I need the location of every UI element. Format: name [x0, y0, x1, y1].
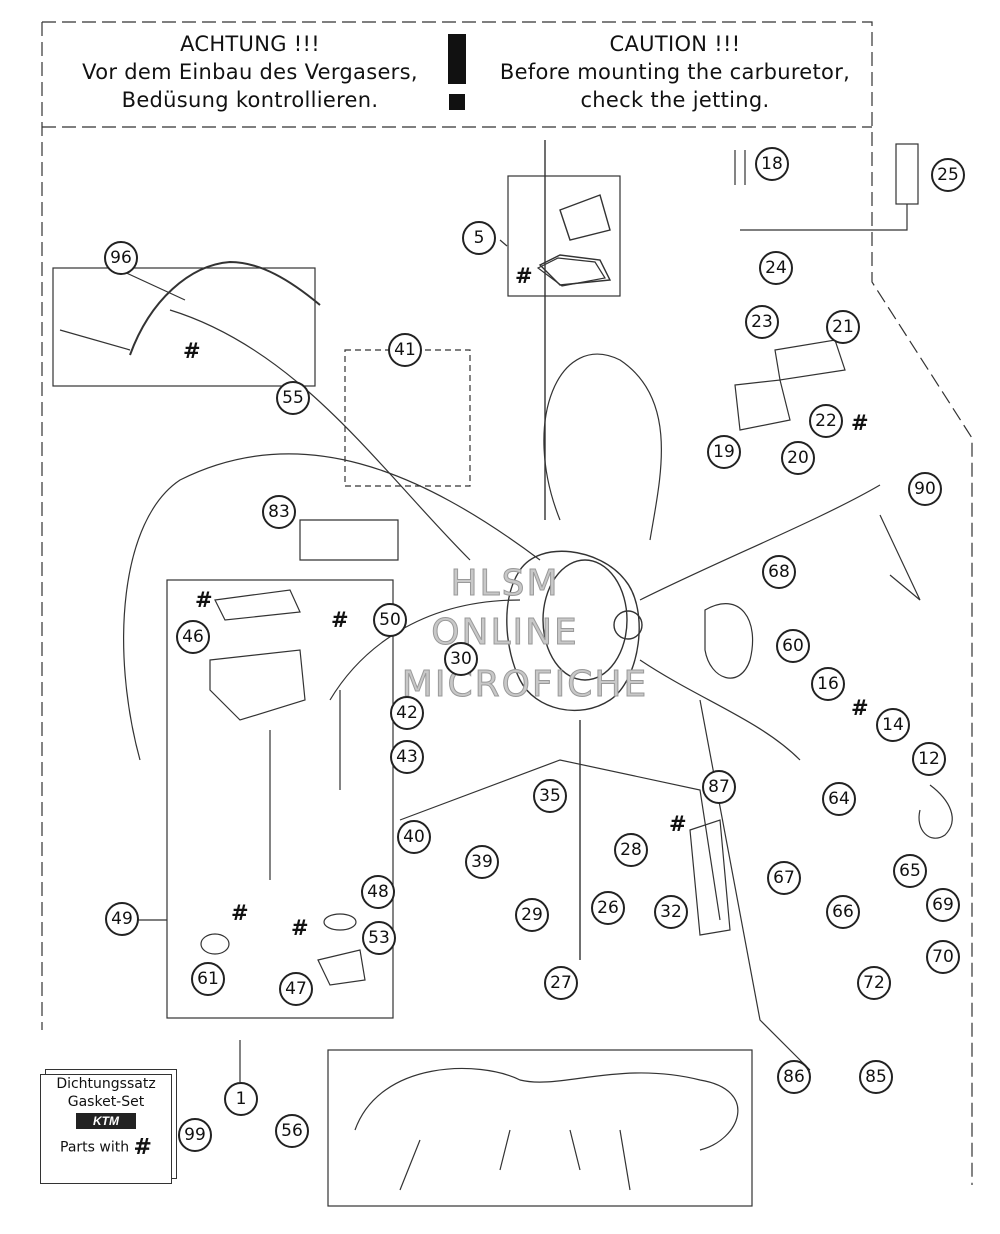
exclamation-icon — [448, 34, 466, 110]
watermark-line3: MICROFICHE — [401, 664, 649, 706]
callout-85[interactable]: 85 — [859, 1060, 893, 1094]
callout-16[interactable]: 16 — [811, 667, 845, 701]
callout-22[interactable]: 22 — [809, 404, 843, 438]
gasket-marker-1: # — [515, 264, 533, 288]
callout-47[interactable]: 47 — [279, 972, 313, 1006]
callout-30[interactable]: 30 — [444, 642, 478, 676]
callout-24[interactable]: 24 — [759, 251, 793, 285]
callout-70[interactable]: 70 — [926, 940, 960, 974]
callout-14[interactable]: 14 — [876, 708, 910, 742]
callout-43[interactable]: 43 — [390, 740, 424, 774]
warning-en: CAUTION !!! Before mounting the carburet… — [480, 30, 870, 114]
gasket-marker-9: # — [291, 916, 309, 940]
callout-25[interactable]: 25 — [931, 158, 965, 192]
callout-69[interactable]: 69 — [926, 888, 960, 922]
callout-65[interactable]: 65 — [893, 854, 927, 888]
gasket-marker-7: # — [669, 812, 687, 836]
callout-32[interactable]: 32 — [654, 895, 688, 929]
warning-de-line2: Bedüsung kontrollieren. — [121, 88, 379, 112]
callout-21[interactable]: 21 — [826, 310, 860, 344]
box-part-25 — [895, 143, 919, 205]
box-part-83 — [299, 519, 399, 561]
watermark-line2: ONLINE — [431, 612, 579, 654]
warning-en-title: CAUTION !!! — [609, 32, 741, 56]
gasket-set-parts-label: Parts with — [60, 1139, 130, 1156]
callout-42[interactable]: 42 — [390, 696, 424, 730]
gasket-marker-8: # — [231, 901, 249, 925]
warning-de: ACHTUNG !!! Vor dem Einbau des Vergasers… — [60, 30, 440, 114]
callout-26[interactable]: 26 — [591, 891, 625, 925]
warning-de-title: ACHTUNG !!! — [180, 32, 320, 56]
callout-28[interactable]: 28 — [614, 833, 648, 867]
callout-23[interactable]: 23 — [745, 305, 779, 339]
callout-18[interactable]: 18 — [755, 147, 789, 181]
callout-50[interactable]: 50 — [373, 603, 407, 637]
callout-1[interactable]: 1 — [224, 1082, 258, 1116]
box-part-96 — [52, 267, 316, 387]
callout-66[interactable]: 66 — [826, 895, 860, 929]
callout-29[interactable]: 29 — [515, 898, 549, 932]
box-part-49 — [166, 579, 394, 1019]
gasket-set-line2: Gasket-Set — [67, 1094, 145, 1110]
watermark-line1: HLSM — [450, 563, 560, 605]
callout-20[interactable]: 20 — [781, 441, 815, 475]
callout-46[interactable]: 46 — [176, 620, 210, 654]
callout-12[interactable]: 12 — [912, 742, 946, 776]
callout-35[interactable]: 35 — [533, 779, 567, 813]
gasket-marker-3: # — [851, 411, 869, 435]
gasket-set-parts-symbol: # — [133, 1135, 152, 1160]
gasket-marker-6: # — [851, 696, 869, 720]
callout-55[interactable]: 55 — [276, 381, 310, 415]
callout-48[interactable]: 48 — [361, 875, 395, 909]
gasket-marker-2: # — [183, 339, 201, 363]
callout-72[interactable]: 72 — [857, 966, 891, 1000]
gasket-set-box: Dichtungssatz Gasket-Set KTM Parts with … — [40, 1074, 172, 1184]
box-part-41 — [344, 349, 471, 487]
gasket-set-parts: Parts with # — [41, 1135, 171, 1160]
callout-67[interactable]: 67 — [767, 861, 801, 895]
callout-19[interactable]: 19 — [707, 435, 741, 469]
callout-27[interactable]: 27 — [544, 966, 578, 1000]
callout-83[interactable]: 83 — [262, 495, 296, 529]
callout-41[interactable]: 41 — [388, 333, 422, 367]
callout-99[interactable]: 99 — [178, 1118, 212, 1152]
callout-5[interactable]: 5 — [462, 221, 496, 255]
callout-53[interactable]: 53 — [362, 921, 396, 955]
box-part-5 — [507, 175, 621, 297]
callout-87[interactable]: 87 — [702, 770, 736, 804]
box-part-56 — [327, 1049, 753, 1207]
gasket-marker-4: # — [195, 588, 213, 612]
callout-86[interactable]: 86 — [777, 1060, 811, 1094]
callout-39[interactable]: 39 — [465, 845, 499, 879]
outer-boundary — [41, 21, 973, 1185]
callout-60[interactable]: 60 — [776, 629, 810, 663]
callout-61[interactable]: 61 — [191, 962, 225, 996]
ktm-logo: KTM — [76, 1113, 136, 1129]
callout-96[interactable]: 96 — [104, 241, 138, 275]
warning-en-line1: Before mounting the carburetor, — [499, 60, 851, 84]
warning-en-line2: check the jetting. — [580, 88, 770, 112]
callout-64[interactable]: 64 — [822, 782, 856, 816]
callout-90[interactable]: 90 — [908, 472, 942, 506]
callout-56[interactable]: 56 — [275, 1114, 309, 1148]
callout-49[interactable]: 49 — [105, 902, 139, 936]
callout-68[interactable]: 68 — [762, 555, 796, 589]
gasket-marker-5: # — [331, 608, 349, 632]
gasket-set-line1: Dichtungssatz — [56, 1076, 156, 1092]
warning-de-line1: Vor dem Einbau des Vergasers, — [82, 60, 418, 84]
callout-40[interactable]: 40 — [397, 820, 431, 854]
